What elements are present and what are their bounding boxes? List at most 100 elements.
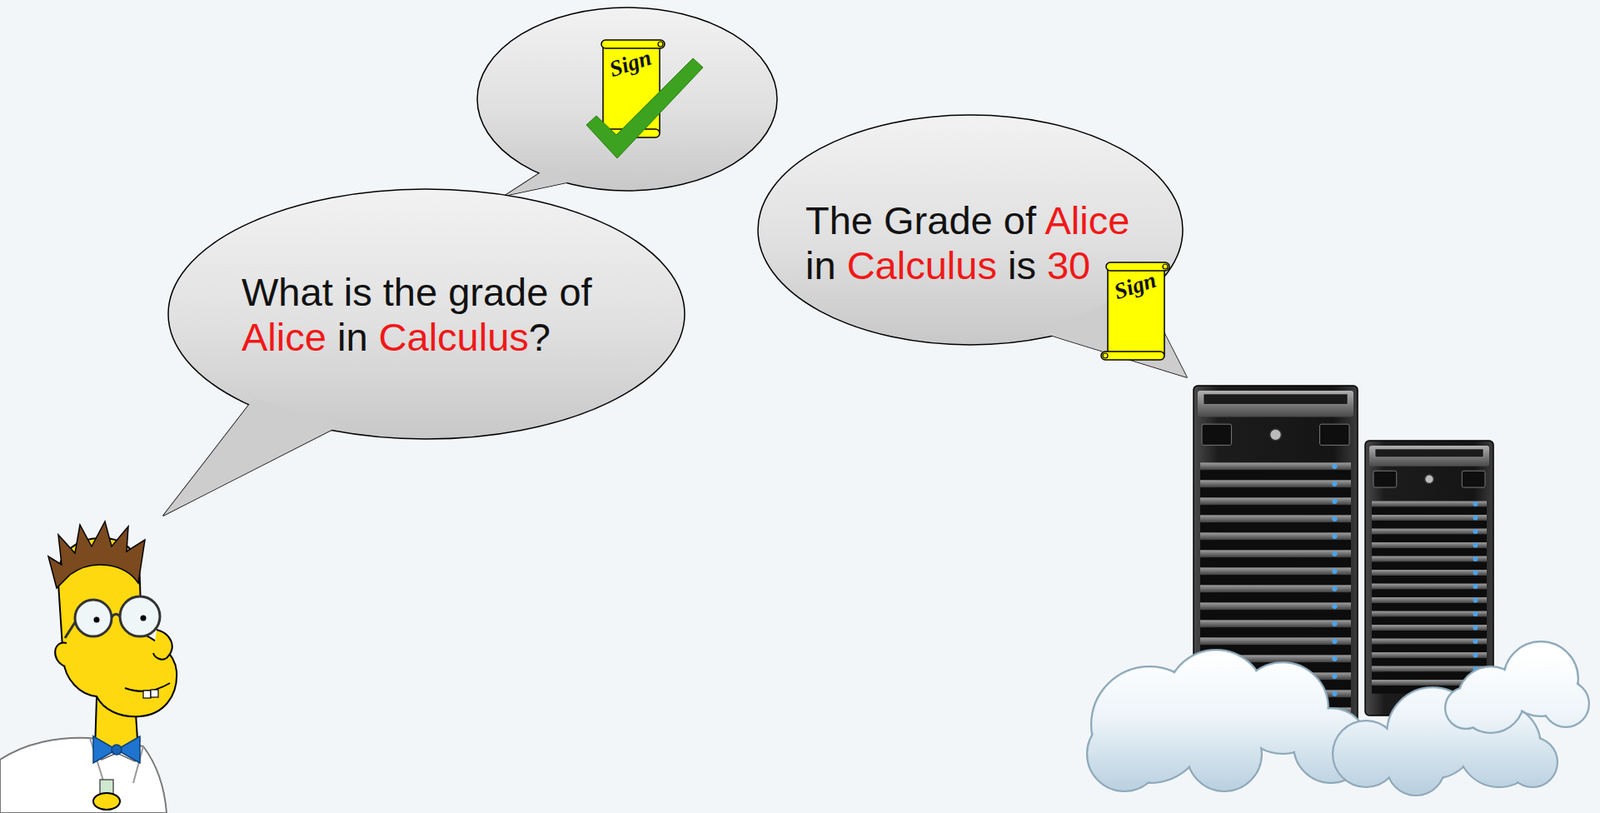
- server-row: [1371, 501, 1487, 516]
- row-bar: [1371, 603, 1487, 612]
- drive-bay: [1461, 470, 1486, 488]
- bubble-tail-fill: [504, 166, 584, 196]
- bubble-outline: [477, 7, 778, 191]
- cloud-fill: [1188, 717, 1262, 791]
- server-row: [1200, 602, 1351, 620]
- row-bar: [1371, 548, 1487, 557]
- cloud-fill: [1388, 738, 1445, 795]
- scroll-roll: [1106, 262, 1170, 271]
- server-row: [1200, 619, 1351, 638]
- row-highlight: [1200, 514, 1351, 523]
- status-led: [1331, 691, 1337, 697]
- highlight-word: Calculus: [378, 314, 529, 359]
- status-led: [1331, 568, 1337, 574]
- server-row: [1371, 514, 1487, 529]
- server-row: [1371, 542, 1487, 557]
- server-top-panel: [1197, 390, 1354, 418]
- status-led: [1331, 498, 1337, 504]
- status-led: [1472, 652, 1478, 658]
- row-highlight: [1200, 567, 1351, 575]
- bubble-text: The Grade of Alice in Calculus is 30: [805, 198, 1160, 289]
- row-highlight: [1371, 624, 1487, 631]
- row-bar: [1200, 557, 1351, 568]
- cloud-fill: [1544, 682, 1589, 727]
- cloud-fill: [1088, 717, 1162, 791]
- status-led: [1331, 551, 1337, 557]
- row-bar: [1371, 520, 1487, 529]
- status-led: [1472, 543, 1478, 549]
- row-bar: [1200, 469, 1351, 480]
- row-bar: [1371, 644, 1487, 653]
- row-bar: [1200, 504, 1351, 515]
- bubble-outline: [168, 189, 685, 439]
- status-led: [1331, 603, 1337, 609]
- server-row: [1371, 569, 1487, 584]
- row-bar: [1371, 507, 1487, 516]
- cloud: [1445, 641, 1590, 733]
- row-highlight: [1371, 514, 1487, 521]
- status-led: [1472, 611, 1478, 617]
- server-row: [1200, 514, 1351, 533]
- eye: [94, 617, 100, 624]
- row-highlight: [1371, 666, 1487, 673]
- glasses-lens: [119, 596, 160, 637]
- server-row: [1371, 611, 1487, 626]
- row-highlight: [1200, 479, 1351, 488]
- drive-slot: [1375, 448, 1484, 458]
- status-led: [1331, 656, 1337, 662]
- hand: [93, 792, 120, 810]
- tooth: [143, 690, 151, 698]
- power-button: [1425, 474, 1435, 484]
- server-row: [1200, 532, 1351, 550]
- cloud-group: [1086, 641, 1590, 796]
- row-highlight: [1371, 611, 1487, 618]
- bubble-tail-fill: [163, 398, 342, 516]
- server-row: [1200, 479, 1351, 498]
- ear: [54, 642, 67, 667]
- status-led: [1472, 598, 1478, 604]
- highlight-word: Alice: [1044, 198, 1130, 243]
- row-highlight: [1371, 556, 1487, 563]
- row-highlight: [1200, 462, 1351, 470]
- server-row: [1371, 556, 1487, 571]
- drive-bay: [1320, 423, 1350, 445]
- row-bar: [1371, 657, 1487, 667]
- server-row: [1371, 638, 1487, 653]
- cloud-fill: [1446, 688, 1486, 728]
- scroll-curl: [657, 41, 663, 47]
- bubble-shape: [168, 189, 685, 439]
- row-highlight: [1200, 602, 1351, 610]
- server-row: [1200, 567, 1351, 585]
- row-bar: [1371, 630, 1487, 639]
- cloud-fill: [1509, 738, 1557, 787]
- speech-bubble: What is the grade of Alice in Calculus?: [168, 189, 685, 439]
- glasses-bridge: [111, 613, 120, 618]
- row-bar: [1371, 575, 1487, 584]
- row-highlight: [1200, 497, 1351, 505]
- status-led: [1331, 673, 1337, 679]
- server-top-panel: [1369, 445, 1490, 467]
- row-highlight: [1371, 569, 1487, 576]
- status-led: [1472, 625, 1478, 631]
- hair: [48, 521, 145, 589]
- cloud: [1086, 649, 1369, 792]
- status-led: [1472, 501, 1478, 507]
- status-led: [1472, 570, 1478, 576]
- mouth: [124, 682, 170, 692]
- row-bar: [1371, 534, 1487, 544]
- row-highlight: [1200, 584, 1351, 593]
- scroll-curl: [1162, 264, 1168, 270]
- status-led: [1472, 583, 1478, 589]
- server-row: [1371, 528, 1487, 544]
- server-row: [1371, 652, 1487, 667]
- row-highlight: [1371, 638, 1487, 645]
- scroll-roll: [1101, 351, 1165, 360]
- server-row: [1200, 549, 1351, 568]
- bowtie-knot: [111, 744, 122, 755]
- status-led: [1331, 621, 1337, 627]
- status-led: [1472, 528, 1478, 534]
- row-bar: [1371, 617, 1487, 626]
- signature-scroll: Sign: [594, 37, 667, 140]
